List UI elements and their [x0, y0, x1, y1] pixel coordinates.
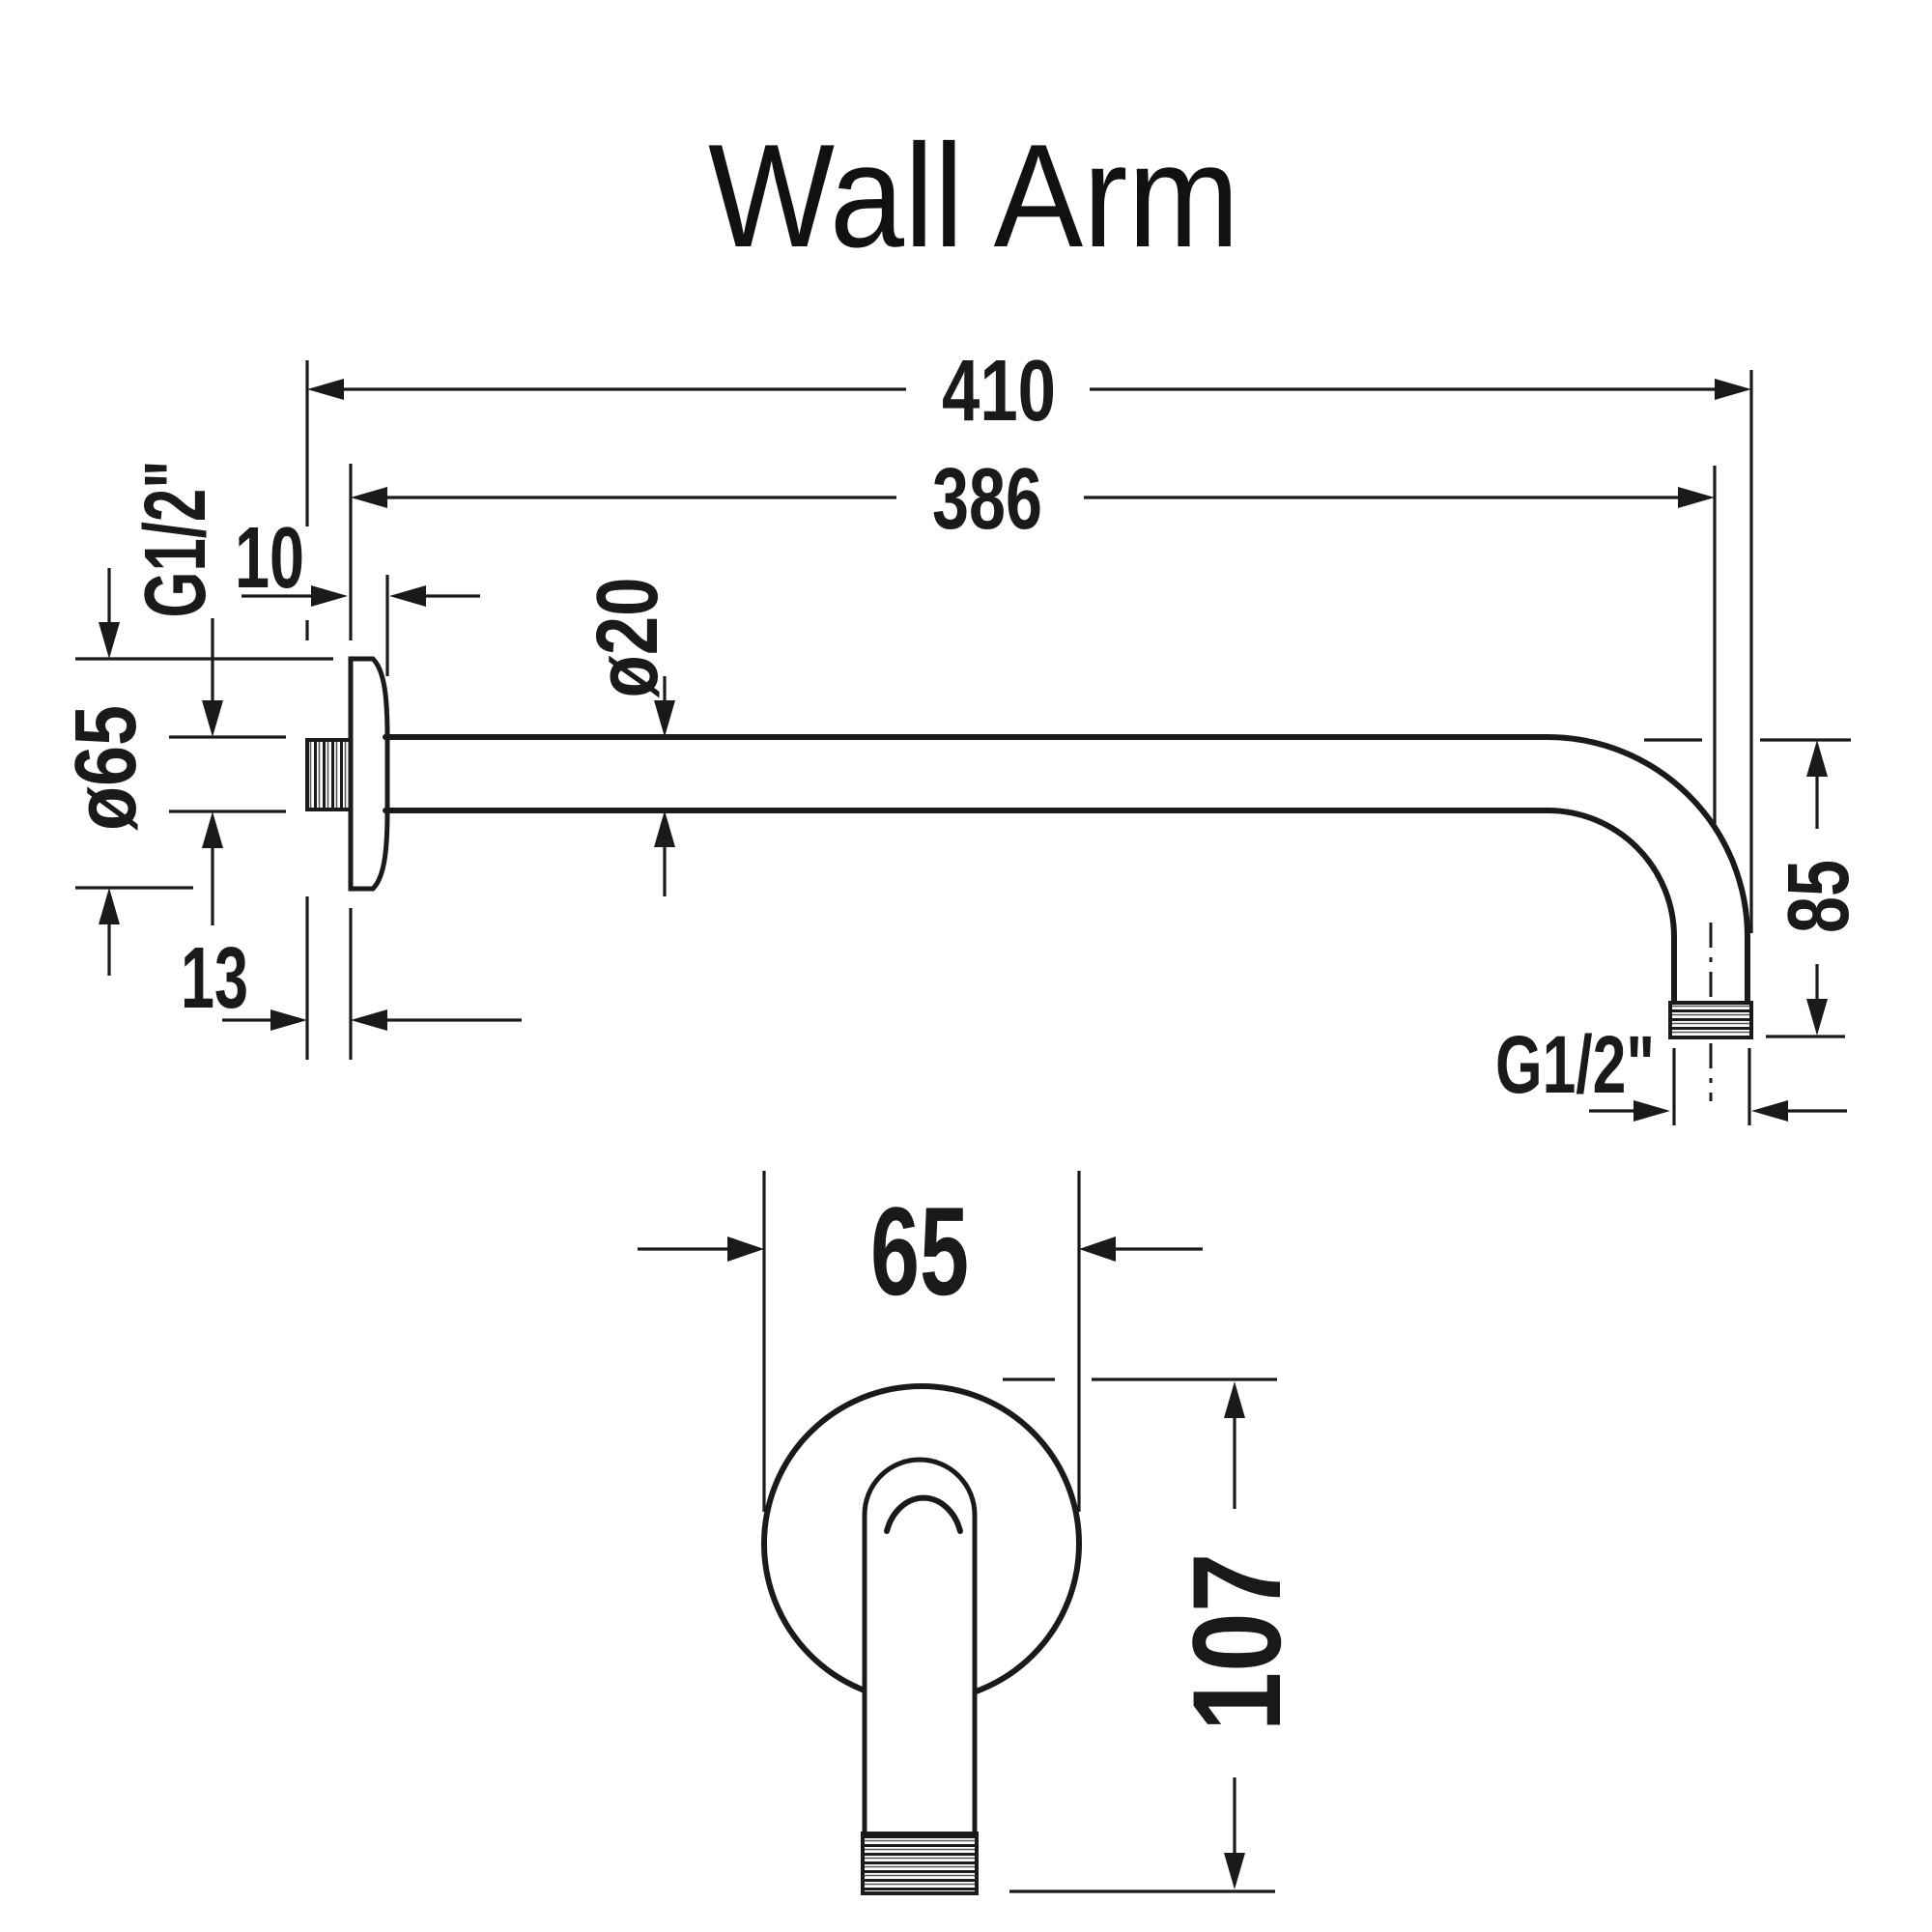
outlet-thread-plan: [861, 1832, 979, 1895]
dim-wall-thread-size: G1/2": [128, 461, 224, 925]
dim-wall-thread-length-label: 13: [181, 930, 248, 1027]
dim-plan-diameter: 65: [638, 1180, 1203, 1321]
page-title: Wall Arm: [708, 114, 1239, 278]
dim-arm-diameter-label: ø20: [580, 578, 676, 698]
side-view-dimensions: 410 386 10 13: [58, 343, 1867, 1125]
extension-lines-plan: [762, 1171, 1277, 1893]
dim-total-length-label: 410: [942, 343, 1056, 440]
arm-tube-plan: [862, 1457, 978, 1835]
bottom-view: [761, 1383, 1082, 1895]
dim-escutcheon-thickness-label: 10: [235, 510, 304, 607]
wall-thread: [305, 738, 353, 811]
outlet-thread: [1668, 1001, 1753, 1039]
arm-bend-inner-edge: [884, 1494, 963, 1534]
bottom-view-dimensions: 65 107: [638, 1171, 1307, 1893]
dim-plan-diameter-label: 65: [870, 1180, 969, 1321]
dim-drop-height-label: 85: [1771, 860, 1867, 933]
dim-total-length: 410: [307, 343, 1751, 440]
outlet-thread-size-label: G1/2": [1495, 1019, 1655, 1110]
dim-arm-diameter: ø20: [580, 578, 676, 896]
dim-projection-label: 107: [1166, 1553, 1307, 1732]
wall-thread-size-label: G1/2": [128, 461, 224, 618]
extension-lines: [75, 360, 1851, 1125]
dim-outlet-thread-size: G1/2": [1495, 1019, 1847, 1122]
dim-arm-length-label: 386: [932, 451, 1042, 548]
dim-drop-height: 85: [1771, 740, 1867, 1036]
dim-wall-thread-length: 13: [181, 930, 522, 1031]
dim-arm-length: 386: [351, 451, 1715, 548]
dim-escutcheon-diameter-label: ø65: [58, 705, 155, 831]
arm-tube: [383, 734, 1750, 1006]
dim-escutcheon-thickness: 10: [235, 510, 480, 607]
dim-escutcheon-diameter: ø65: [58, 568, 155, 976]
escutcheon-plate-side: [348, 656, 390, 892]
dim-projection: 107: [1166, 1381, 1307, 1889]
side-view: [305, 656, 1753, 1101]
